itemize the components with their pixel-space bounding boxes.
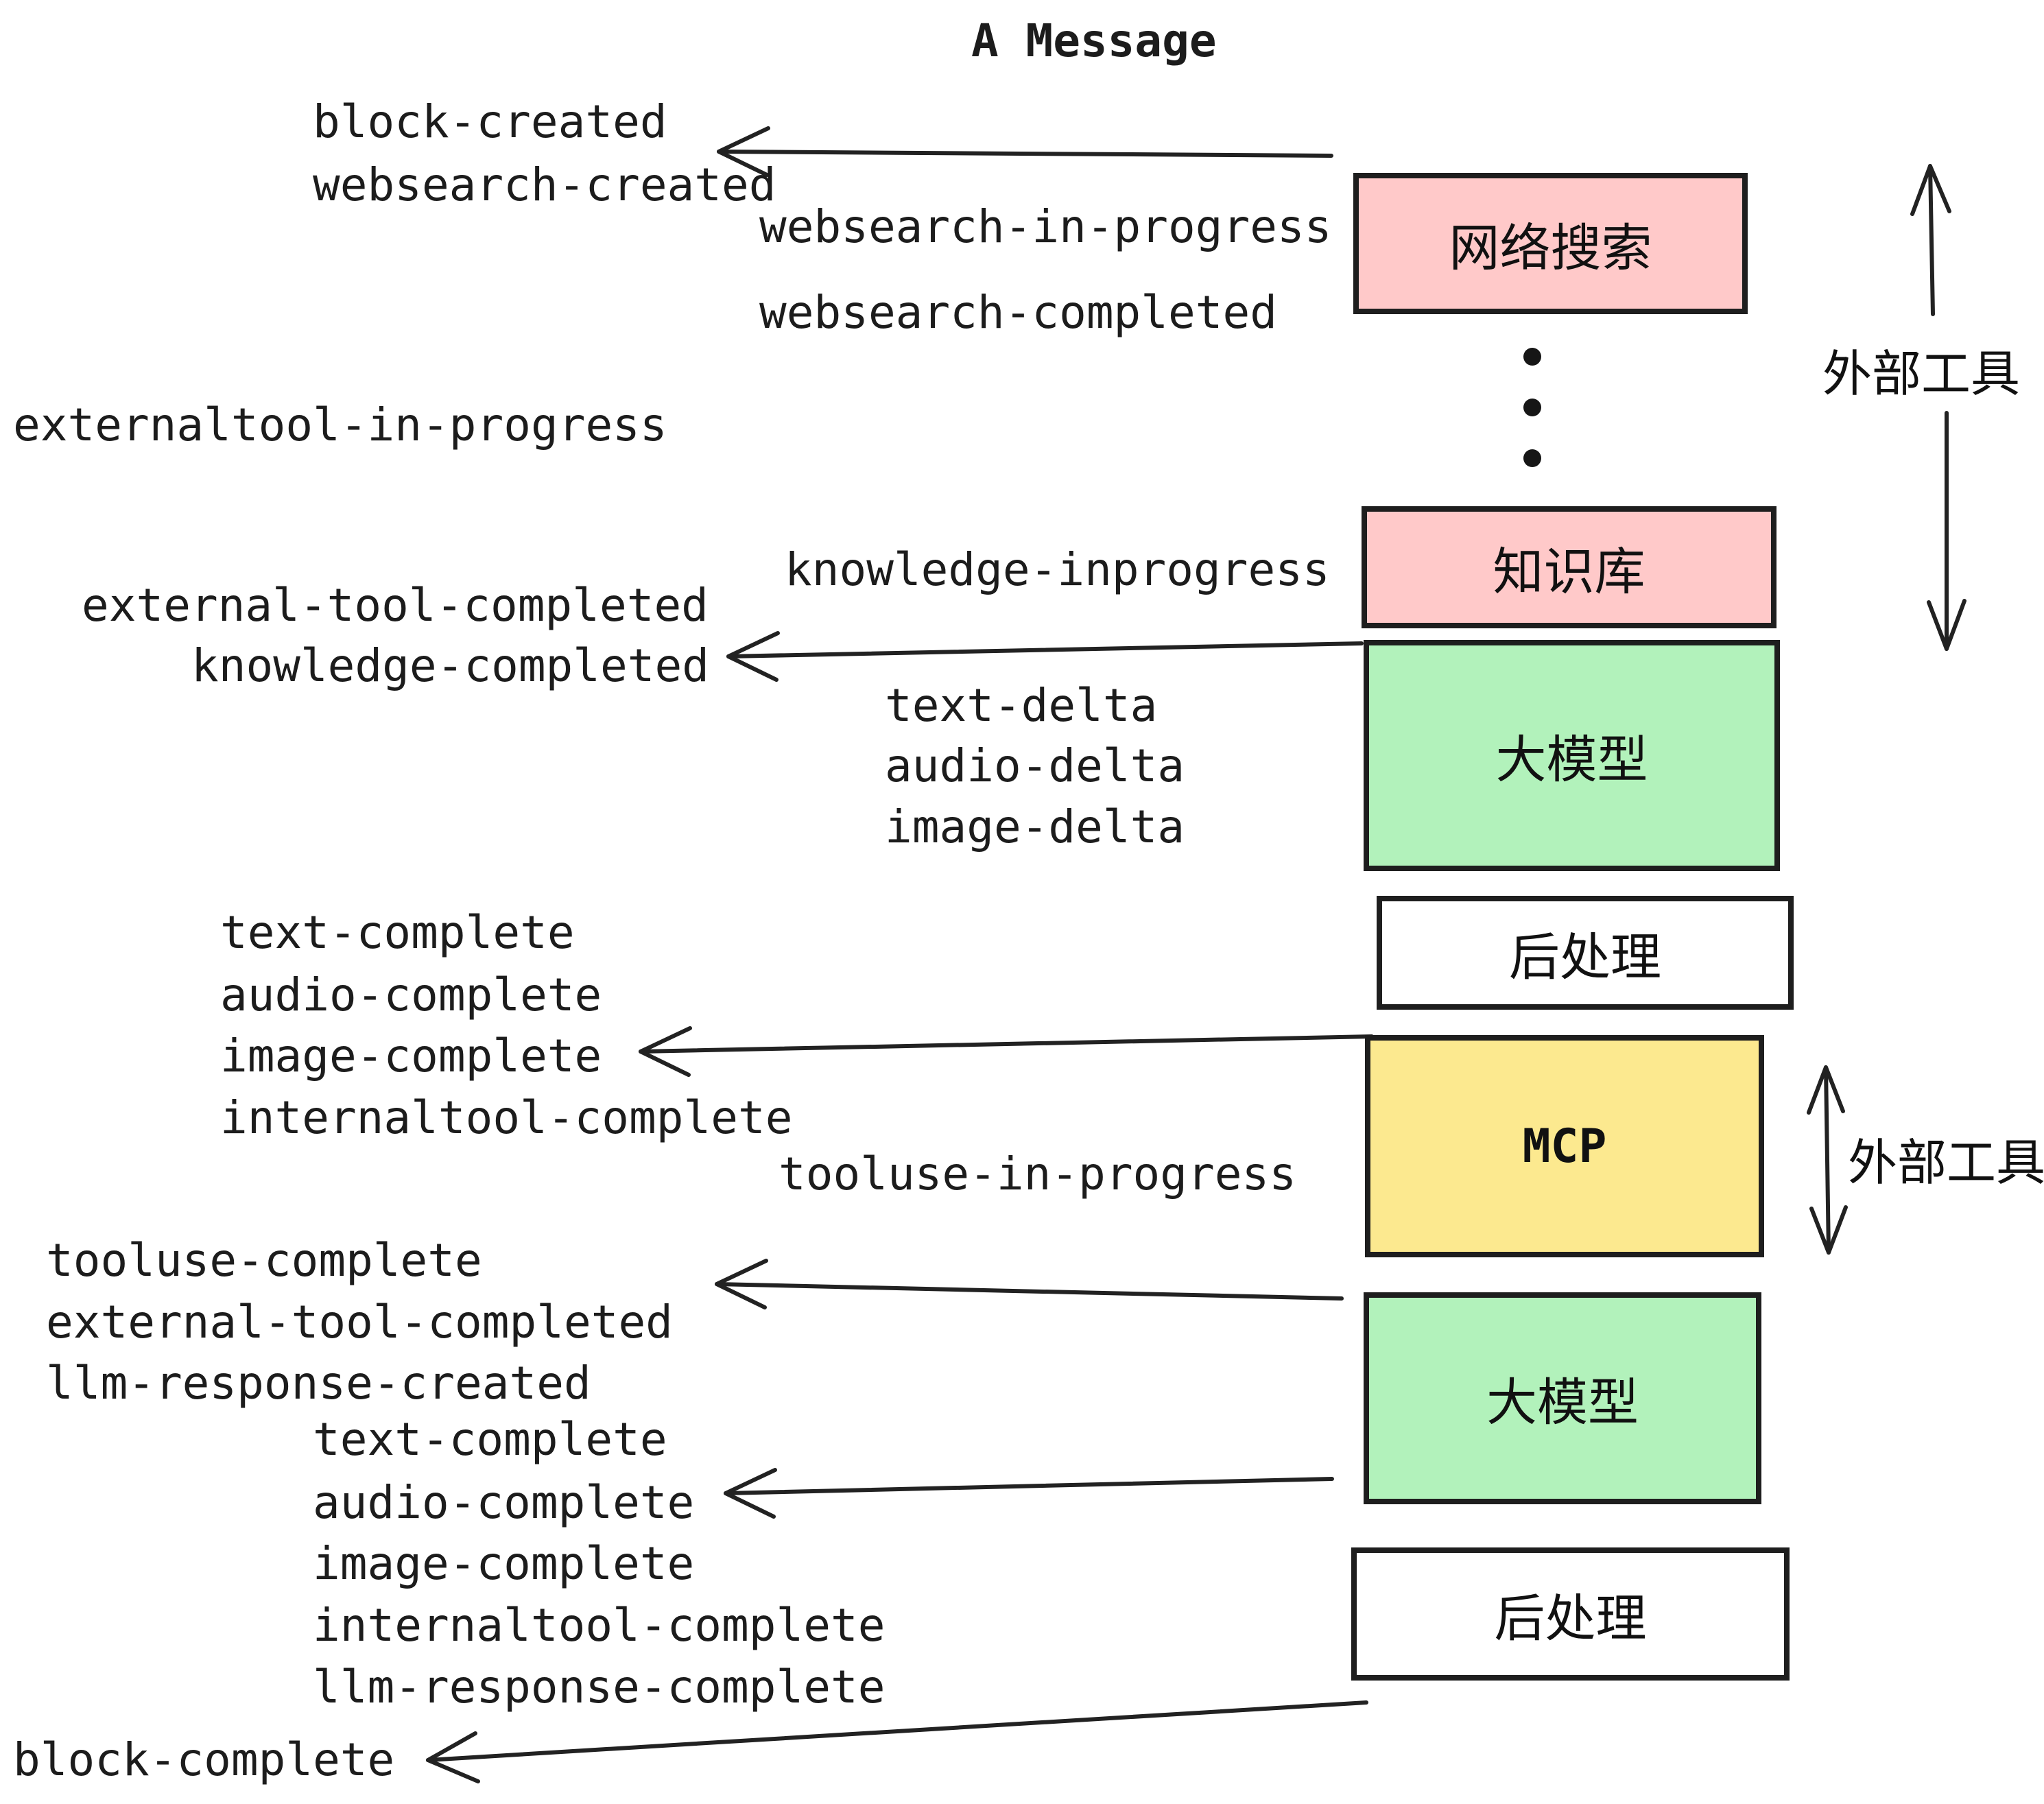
label-image-complete: image-complete [220,1030,602,1082]
label-internaltool-complete: internaltool-complete [220,1091,793,1144]
label-externaltool-in-progress: externaltool-in-progress [13,399,667,451]
box-knowledge-label: 知识库 [1493,542,1645,602]
label-websearch-in-progress: websearch-in-progress [759,200,1332,253]
box-postprocess-1: 后处理 [1377,896,1794,1010]
label-image-delta: image-delta [885,800,1185,853]
label-llm-response-complete: llm-response-complete [313,1661,886,1713]
box-postprocess-2-label: 后处理 [1494,1589,1647,1648]
label-text-complete: text-complete [220,906,575,959]
label-audio-complete-2: audio-complete [313,1476,695,1529]
label-tooluse-complete: tooluse-complete [46,1234,482,1287]
arrow-to-block-complete [426,1700,1368,1783]
ellipsis-dots [1523,348,1541,467]
box-mcp-label: MCP [1522,1119,1607,1174]
external-tool-double-arrow-mcp [1807,1065,1848,1255]
label-external-tool-completed-2: external-tool-completed [46,1296,673,1349]
box-postprocess-2: 后处理 [1351,1547,1790,1681]
external-tool-double-arrow-top [1910,164,1966,651]
label-text-delta: text-delta [885,679,1158,732]
label-image-complete-2: image-complete [313,1537,695,1590]
label-audio-delta: audio-delta [885,739,1185,792]
diagram-title: A Message [971,14,1217,67]
box-llm-1: 大模型 [1364,640,1780,871]
label-external-tool-completed: external-tool-completed [82,579,709,632]
box-postprocess-1-label: 后处理 [1509,927,1661,987]
box-llm-1-label: 大模型 [1495,731,1648,790]
label-block-created: block-created [313,95,667,148]
box-websearch-label: 网络搜索 [1449,218,1652,278]
label-block-complete: block-complete [13,1733,395,1786]
arrow-to-block-created [717,126,1333,177]
label-llm-response-created: llm-response-created [46,1357,591,1410]
box-llm-2: 大模型 [1364,1292,1761,1504]
annotation-external-tools-mcp: 外部工具 [1848,1134,2044,1191]
label-websearch-completed: websearch-completed [759,286,1277,339]
arrow-to-tooluse-complete [715,1259,1344,1309]
arrow-to-image-complete [639,1026,1374,1077]
label-audio-complete: audio-complete [220,969,602,1021]
label-tooluse-in-progress: tooluse-in-progress [779,1148,1296,1200]
label-internaltool-complete-2: internaltool-complete [313,1599,886,1652]
box-mcp: MCP [1365,1035,1764,1257]
box-llm-2-label: 大模型 [1486,1373,1639,1432]
annotation-external-tools-top: 外部工具 [1822,345,2021,403]
label-knowledge-inprogress: knowledge-inprogress [785,543,1330,596]
arrow-to-knowledge-completed [726,631,1364,682]
label-knowledge-completed: knowledge-completed [191,639,709,692]
box-knowledge-base: 知识库 [1362,506,1776,628]
label-text-complete-2: text-complete [313,1413,667,1466]
box-websearch: 网络搜索 [1353,173,1748,314]
label-websearch-created: websearch-created [313,158,776,211]
arrow-to-audio-complete [724,1468,1334,1519]
